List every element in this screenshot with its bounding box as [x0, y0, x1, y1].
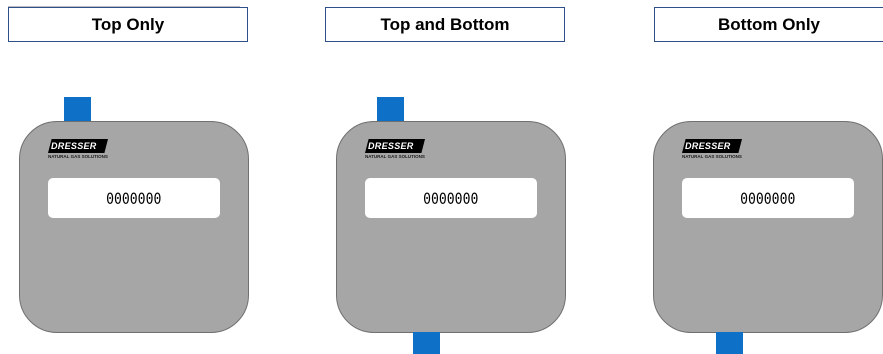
top-pipe: [377, 97, 404, 122]
brand-name: DRESSER: [48, 139, 108, 153]
panel-label: Top and Bottom: [325, 7, 565, 42]
panel-top-and-bottom: Top and Bottom DRESSER NATURAL GAS SOLUT…: [318, 0, 558, 354]
brand-subtitle: NATURAL GAS SOLUTIONS: [48, 153, 112, 160]
bottom-pipe: [413, 332, 440, 354]
dresser-logo: DRESSER NATURAL GAS SOLUTIONS: [682, 139, 742, 161]
meter-reading: 0000000: [423, 189, 478, 208]
meter-display: 0000000: [682, 178, 854, 218]
panel-label: Bottom Only: [654, 7, 883, 42]
dresser-logo: DRESSER NATURAL GAS SOLUTIONS: [365, 139, 425, 161]
brand-subtitle: NATURAL GAS SOLUTIONS: [365, 153, 429, 160]
top-pipe: [64, 97, 91, 122]
bottom-pipe: [716, 332, 743, 354]
dresser-logo: DRESSER NATURAL GAS SOLUTIONS: [48, 139, 108, 161]
gas-meter: DRESSER NATURAL GAS SOLUTIONS 0000000: [653, 121, 883, 333]
panel-top-only: Top Only DRESSER NATURAL GAS SOLUTIONS 0…: [0, 0, 240, 354]
brand-name: DRESSER: [682, 139, 742, 153]
panel-bottom-only: Bottom Only DRESSER NATURAL GAS SOLUTION…: [636, 0, 883, 354]
gas-meter: DRESSER NATURAL GAS SOLUTIONS 0000000: [336, 121, 566, 333]
brand-name: DRESSER: [365, 139, 425, 153]
meter-reading: 0000000: [740, 189, 795, 208]
meter-display: 0000000: [365, 178, 537, 218]
clipped-header-line: [8, 0, 240, 7]
gas-meter: DRESSER NATURAL GAS SOLUTIONS 0000000: [19, 121, 249, 333]
panel-label: Top Only: [8, 7, 248, 42]
brand-subtitle: NATURAL GAS SOLUTIONS: [682, 153, 746, 160]
meter-reading: 0000000: [106, 189, 161, 208]
meter-display: 0000000: [48, 178, 220, 218]
